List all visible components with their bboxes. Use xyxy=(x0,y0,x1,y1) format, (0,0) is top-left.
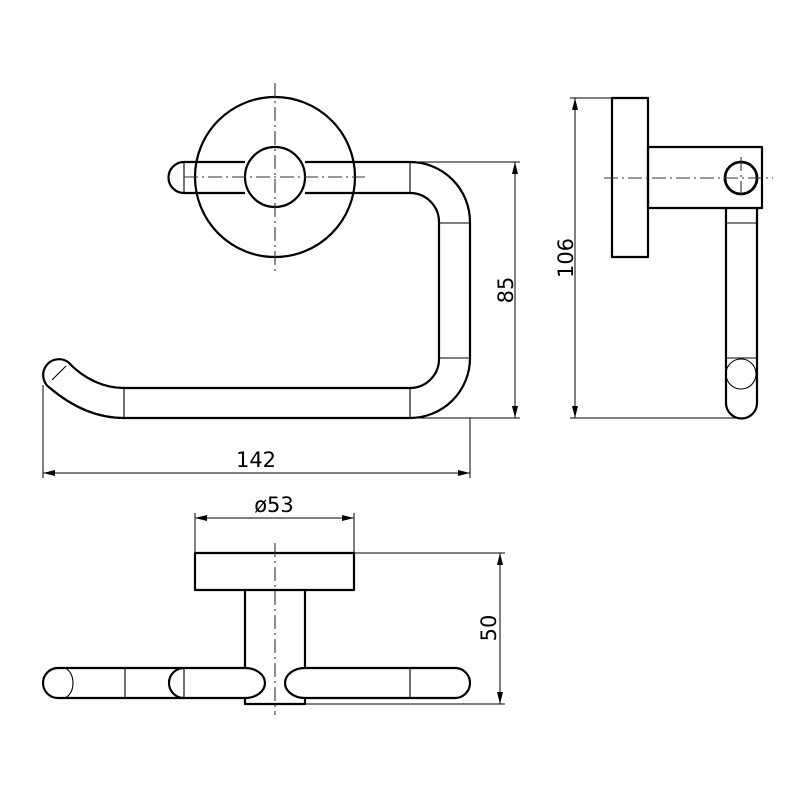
top-post xyxy=(243,590,307,706)
top-arm-left xyxy=(41,666,245,700)
top-view: ø53 50 xyxy=(41,493,505,715)
holder-arm xyxy=(42,160,472,420)
side-arm-end xyxy=(725,358,757,390)
dim-50-label: 50 xyxy=(477,615,501,642)
centerline xyxy=(184,83,365,272)
dim-106-label: 106 xyxy=(554,238,578,278)
dim-142-label: 142 xyxy=(236,448,276,472)
side-arm xyxy=(724,208,759,420)
side-view: 106 xyxy=(554,96,773,420)
dim-53-label: ø53 xyxy=(254,493,294,517)
arm-end-cap xyxy=(167,160,185,195)
dim-85-label: 85 xyxy=(494,277,518,304)
top-arm-right xyxy=(305,666,472,700)
side-centerline xyxy=(604,157,773,199)
front-view: 85 142 xyxy=(42,83,520,478)
top-arm-pin xyxy=(167,666,185,700)
